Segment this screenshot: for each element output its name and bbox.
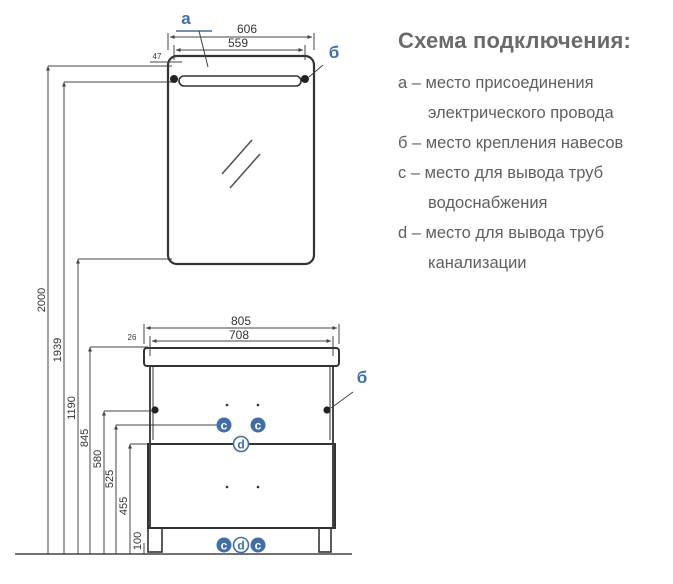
svg-text:d: d <box>237 438 244 452</box>
washbasin-top <box>143 347 340 367</box>
label-b-cabinet: б <box>357 368 368 387</box>
pipe-outlet-dots <box>225 403 260 489</box>
cabinet-leg-right <box>318 527 332 553</box>
mirror-width-559: 559 <box>228 36 248 50</box>
marker-c-floor-right: c <box>250 537 266 553</box>
height-label-525: 525 <box>104 470 116 488</box>
height-label-1939: 1939 <box>52 338 64 362</box>
mirror-width-606: 606 <box>237 22 257 36</box>
legend-item-b-line1: б – место крепления навесов <box>398 134 624 152</box>
cabinet-offset-26: 26 <box>128 333 137 342</box>
legend-item-d-line2: канализации <box>428 254 527 272</box>
label-b-cabinet-leader <box>330 391 354 409</box>
legend-item-a-line1: а – место присоединения <box>398 74 594 92</box>
marker-c-floor-left: c <box>216 537 232 553</box>
legend-item-a: а – место присоединения электрического п… <box>398 68 668 128</box>
cabinet-leg-left <box>147 527 163 553</box>
legend: Схема подключения: а – место присоединен… <box>398 28 668 278</box>
marker-d-floor: d <box>232 536 250 554</box>
height-dimension-lines <box>46 65 240 554</box>
height-label-100: 100 <box>132 532 144 550</box>
mirror-hanger-left <box>170 75 178 83</box>
label-b-mirror-leader <box>308 64 324 78</box>
marker-d-upper: d <box>232 435 250 453</box>
label-b-mirror: б <box>329 43 340 62</box>
cabinet-width-805: 805 <box>231 314 251 328</box>
cabinet-dimension-lines <box>143 324 340 356</box>
mirror-light-bar <box>178 75 302 87</box>
mirror-hanger-right <box>301 75 309 83</box>
legend-item-c-line2: водоснабжения <box>428 194 548 212</box>
label-a: а <box>181 9 191 28</box>
svg-text:c: c <box>255 419 262 433</box>
legend-item-d-line1: d – место для вывода труб <box>398 224 605 242</box>
height-label-845: 845 <box>79 429 91 447</box>
cabinet-hanger-right <box>323 406 331 414</box>
legend-item-a-line2: электрического провода <box>428 104 614 122</box>
height-label-580: 580 <box>92 450 104 468</box>
legend-title: Схема подключения: <box>398 28 632 53</box>
marker-c-upper-right: c <box>250 417 266 433</box>
cabinet-width-708: 708 <box>229 328 249 342</box>
legend-item-c-line1: с – место для вывода труб <box>398 164 604 182</box>
svg-text:c: c <box>221 539 228 553</box>
legend-item-b: б – место крепления навесов <box>398 128 668 158</box>
cabinet-hanger-left <box>151 406 159 414</box>
label-a-pointer <box>198 30 209 68</box>
mirror <box>166 54 316 266</box>
mirror-offset-47: 47 <box>153 52 162 61</box>
svg-text:d: d <box>237 539 244 553</box>
svg-text:c: c <box>221 419 228 433</box>
mirror-reflection-marks <box>221 139 261 189</box>
marker-c-upper-left: c <box>216 417 232 433</box>
height-label-455: 455 <box>118 497 130 515</box>
legend-item-c: с – место для вывода труб водоснабжения <box>398 158 668 218</box>
height-label-2000: 2000 <box>36 288 48 312</box>
svg-text:c: c <box>255 539 262 553</box>
height-label-1190: 1190 <box>66 396 78 420</box>
legend-item-d: d – место для вывода труб канализации <box>398 218 668 278</box>
mirror-dimension-lines <box>150 33 315 63</box>
cabinet-drawer <box>147 443 336 529</box>
